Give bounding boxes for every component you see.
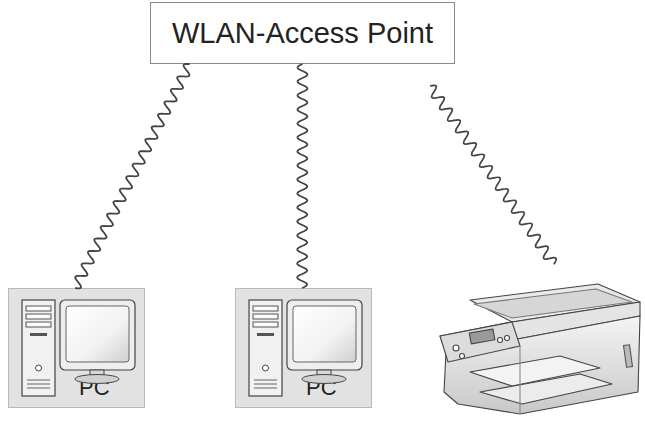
radio-wave	[426, 83, 558, 267]
node-label: PC	[306, 375, 337, 401]
access-point-box: WLAN-Access Point	[150, 2, 455, 64]
printer-illustration	[440, 284, 640, 414]
node-label: WLAN-Access Point	[172, 17, 433, 50]
pc-box: PC	[8, 288, 145, 408]
pc-box: PC	[235, 288, 372, 408]
radio-link	[75, 64, 190, 289]
node-label: PC	[79, 375, 110, 401]
radio-link	[297, 64, 307, 288]
